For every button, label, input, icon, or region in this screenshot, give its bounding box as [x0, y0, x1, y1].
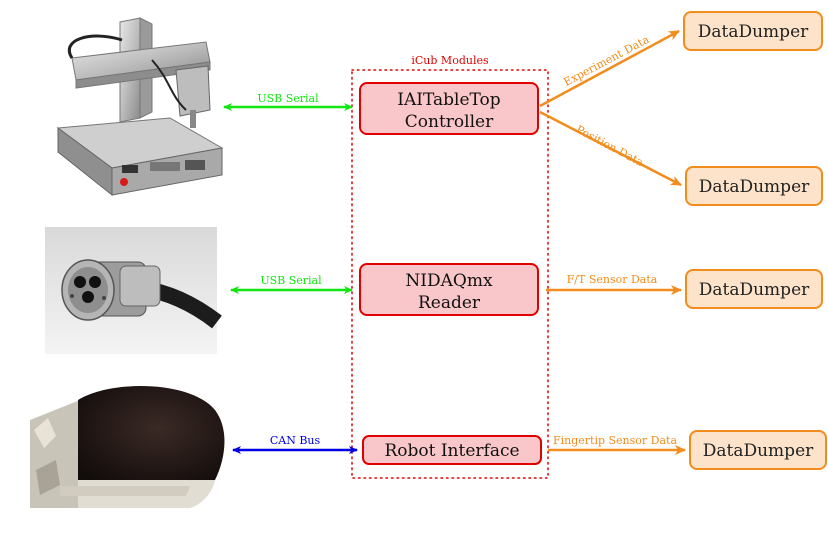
position-data-label: Position Data	[574, 123, 646, 170]
gantry-robot-image	[56, 17, 224, 197]
nidaqmx-reader-node: NIDAQmx Reader	[359, 263, 539, 316]
datadumper-position-node: DataDumper	[685, 166, 823, 206]
datadumper-experiment-node: DataDumper	[683, 11, 823, 51]
datadumper-fingertip-label: DataDumper	[703, 441, 814, 461]
position-data-link	[539, 110, 682, 187]
usb-serial-label-1: USB Serial	[257, 92, 319, 105]
experiment-data-link	[539, 29, 680, 108]
iaitabletop-controller-line2: Controller	[405, 112, 494, 132]
datadumper-ft-label: DataDumper	[699, 280, 810, 300]
robot-interface-node: Robot Interface	[362, 435, 542, 465]
iaitabletop-controller-node: IAITableTop Controller	[359, 82, 539, 135]
robot-interface-label: Robot Interface	[384, 441, 519, 461]
nidaqmx-reader-line1: NIDAQmx	[405, 271, 493, 291]
datadumper-position-label: DataDumper	[699, 177, 810, 197]
datadumper-ft-node: DataDumper	[685, 269, 823, 309]
ft-sensor-image	[45, 227, 222, 354]
usb-serial-label-2: USB Serial	[260, 274, 322, 287]
can-bus-label: CAN Bus	[270, 434, 321, 447]
icub-modules-group-label: iCub Modules	[411, 54, 489, 67]
experiment-data-label: Experiment Data	[561, 33, 651, 89]
fingertip-image	[30, 386, 225, 508]
nidaqmx-reader-line2: Reader	[418, 293, 481, 313]
ft-sensor-data-label: F/T Sensor Data	[567, 273, 658, 286]
datadumper-fingertip-node: DataDumper	[689, 430, 827, 470]
fingertip-sensor-data-label: Fingertip Sensor Data	[553, 434, 677, 447]
iaitabletop-controller-line1: IAITableTop	[397, 90, 500, 110]
datadumper-experiment-label: DataDumper	[698, 22, 809, 42]
